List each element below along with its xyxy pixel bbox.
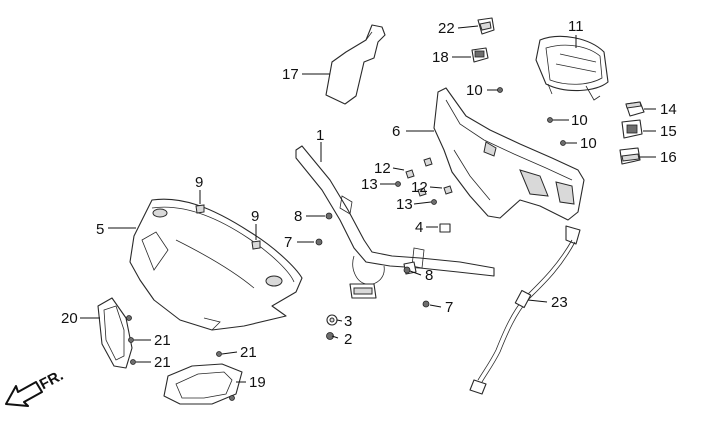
callout-21c: 21 bbox=[240, 344, 257, 361]
part-14-switch bbox=[625, 101, 645, 117]
callout-10b: 10 bbox=[571, 112, 588, 129]
part-1-handlebar bbox=[295, 145, 495, 299]
callout-9b: 9 bbox=[251, 208, 259, 225]
callout-13a: 13 bbox=[361, 176, 378, 193]
callout-5: 5 bbox=[96, 221, 104, 238]
clip-9a bbox=[195, 204, 205, 214]
screw-10a bbox=[497, 87, 503, 93]
part-15-switch bbox=[621, 119, 643, 139]
bolt-4 bbox=[439, 223, 451, 233]
callout-22: 22 bbox=[438, 20, 455, 37]
part-18-clip bbox=[471, 47, 489, 63]
clip-9b bbox=[251, 240, 261, 250]
callout-4: 4 bbox=[415, 219, 423, 236]
screw-13a bbox=[395, 181, 401, 187]
part-22-clip bbox=[477, 17, 495, 35]
callout-8b: 8 bbox=[425, 267, 433, 284]
screw-7b bbox=[422, 300, 430, 308]
screw-10c bbox=[560, 140, 566, 146]
callout-11: 11 bbox=[568, 18, 584, 35]
screw-7a bbox=[315, 238, 323, 246]
part-20-lens bbox=[97, 297, 133, 369]
leader-lines bbox=[80, 25, 656, 383]
callout-2: 2 bbox=[344, 331, 352, 348]
part-11-meter bbox=[535, 35, 609, 101]
callout-1: 1 bbox=[316, 127, 324, 144]
part-5-front-cover bbox=[129, 198, 303, 331]
part-23-cable bbox=[469, 225, 581, 395]
callout-14: 14 bbox=[660, 101, 677, 118]
callout-20: 20 bbox=[61, 310, 78, 327]
callout-10c: 10 bbox=[580, 135, 597, 152]
callout-8a: 8 bbox=[294, 208, 302, 225]
callout-13b: 13 bbox=[396, 196, 413, 213]
callout-17: 17 bbox=[282, 66, 299, 83]
callout-12a: 12 bbox=[374, 160, 391, 177]
callout-6: 6 bbox=[392, 123, 400, 140]
callout-18: 18 bbox=[432, 49, 449, 66]
part-16-switch bbox=[619, 147, 641, 165]
callout-19: 19 bbox=[249, 374, 266, 391]
callout-23: 23 bbox=[551, 294, 568, 311]
callout-7b: 7 bbox=[445, 299, 453, 316]
callout-10a: 10 bbox=[466, 82, 483, 99]
callout-21b: 21 bbox=[154, 354, 171, 371]
callout-3: 3 bbox=[344, 313, 352, 330]
callout-15: 15 bbox=[660, 123, 677, 140]
callout-16: 16 bbox=[660, 149, 677, 166]
callout-21a: 21 bbox=[154, 332, 171, 349]
front-arrow-icon bbox=[5, 381, 43, 407]
screw-8b bbox=[403, 266, 411, 274]
screw-10b bbox=[547, 117, 553, 123]
hardware-items bbox=[126, 87, 566, 401]
part-19-lens bbox=[163, 363, 243, 405]
callout-12b: 12 bbox=[411, 179, 428, 196]
callout-labels: 1 2 3 4 5 6 7 7 8 8 9 9 10 10 10 11 12 1… bbox=[61, 18, 677, 391]
screw-13b bbox=[431, 199, 437, 205]
callout-9a: 9 bbox=[195, 174, 203, 191]
front-direction-indicator: FR. bbox=[5, 367, 66, 407]
part-6-rear-cover bbox=[433, 87, 585, 221]
part-17-bracket bbox=[325, 24, 386, 105]
screw-8a bbox=[325, 212, 333, 220]
callout-7a: 7 bbox=[284, 234, 292, 251]
